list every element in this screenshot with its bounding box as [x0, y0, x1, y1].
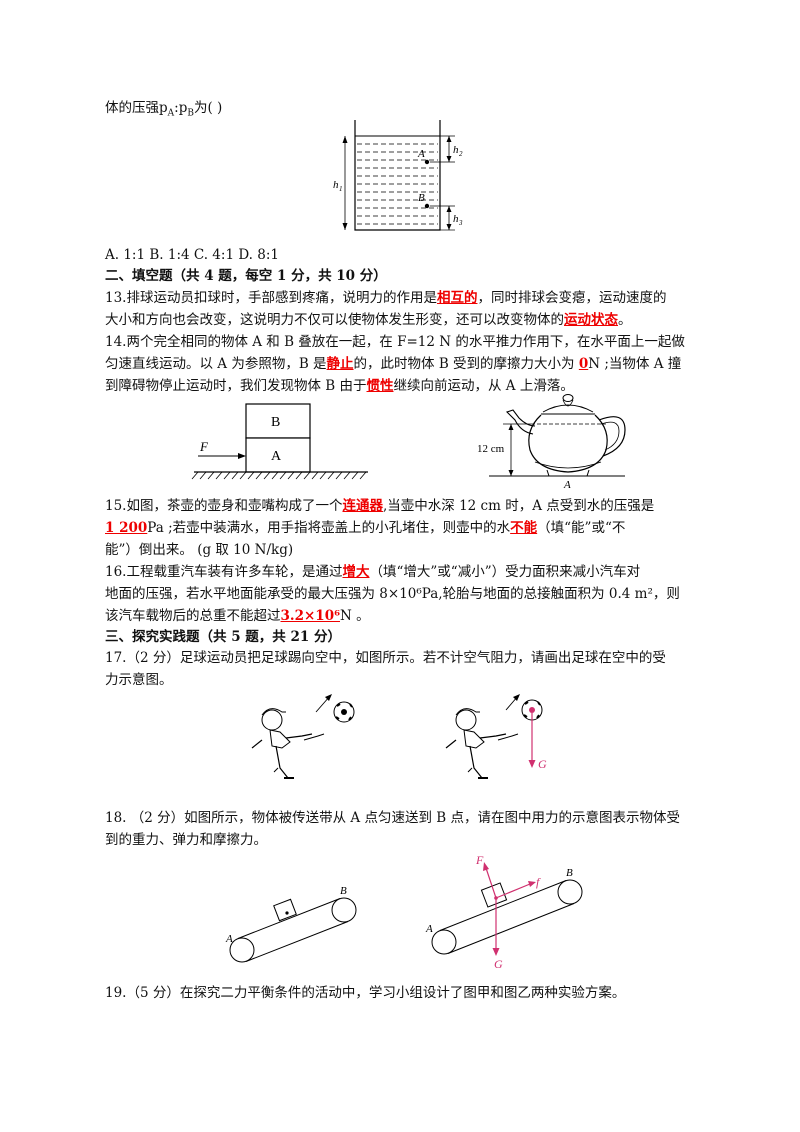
svg-text:B: B [566, 867, 573, 879]
q18-conveyor-figure-right: F f G A B [425, 853, 583, 970]
q14-answer3: 惯性 [366, 378, 394, 394]
q18-line1: 18. （2 分）如图所示，物体被传送带从 A 点匀速送到 B 点，请在图中用力… [105, 810, 680, 826]
q15-answer1: 连通器 [342, 498, 383, 514]
q14-answer1: 静止 [326, 356, 354, 372]
q15-line2: 1 200Pa ;若壶中装满水，用手指将壶盖上的小孔堵住，则壶中的水不能（填“能… [105, 520, 626, 536]
svg-text:12 cm: 12 cm [477, 443, 505, 455]
q13-answer1: 相互的 [436, 290, 478, 306]
q16-line3: 该汽车载物后的总重不能超过3.2×10⁶N 。 [105, 608, 370, 624]
q14-line2: 匀速直线运动。以 A 为参照物，B 是静止的，此时物体 B 受到的摩擦力大小为 … [105, 356, 682, 372]
q16-line2: 地面的压强，若水平地面能承受的最大压强为 8×10⁶Pa,轮胎与地面的总接触面积… [105, 586, 680, 602]
svg-text:B: B [271, 415, 280, 430]
q14-line3: 到障碍物停止运动时，我们发现物体 B 由于惯性继续向前运动，从 A 上滑落。 [105, 378, 574, 394]
svg-text:f: f [536, 875, 541, 889]
svg-text:G: G [538, 757, 547, 771]
svg-text:1: 1 [339, 185, 343, 193]
svg-text:2: 2 [459, 150, 463, 158]
svg-text:A: A [425, 923, 433, 935]
q13-answer2: 运动状态 [564, 312, 618, 328]
q15-teapot-figure: 12 cm A [477, 394, 626, 490]
q13-line1: 13.排球运动员扣球时，手部感到疼痛，说明力的作用是相互的，同时排球会变瘪，运动… [105, 290, 667, 306]
q15-line3: 能”）倒出来。 (g 取 10 N/kg) [105, 542, 294, 558]
q12-stem: 体的压强pA:pB为( ) [105, 100, 223, 119]
q17-kicker-figure-left [251, 694, 355, 779]
section2-title: 二、填空题（共 4 题，每空 1 分，共 10 分） [105, 268, 387, 284]
svg-text:h: h [453, 213, 459, 225]
q13-line2: 大小和方向也会改变，这说明力不仅可以使物体发生形变，还可以改变物体的运动状态。 [105, 312, 632, 328]
q16-line1: 16.工程载重汽车装有许多车轮，是通过增大（填“增大”或“减小”）受力面积来减小… [105, 564, 641, 580]
q16-answer2: 3.2×10⁶ [280, 608, 341, 624]
q15-answer2: 1 200 [105, 520, 148, 536]
q14-line1: 14.两个完全相同的物体 A 和 B 叠放在一起，在 F=12 N 的水平推力作… [105, 334, 685, 350]
q18-line2: 到的重力、弹力和摩擦力。 [105, 832, 267, 848]
q17-line1: 17.（2 分）足球运动员把足球踢向空中，如图所示。若不计空气阻力，请画出足球在… [105, 650, 666, 666]
svg-text:h: h [453, 144, 459, 156]
q12-container-figure: A B h 1 h 2 h 3 [333, 120, 463, 231]
q14-blocks-figure: B A F [191, 403, 368, 480]
q19-line1: 19.（5 分）在探究二力平衡条件的活动中，学习小组设计了图甲和图乙两种实验方案… [105, 985, 626, 1001]
section3-title: 三、探究实践题（共 5 题，共 21 分） [105, 629, 341, 645]
svg-text:A: A [563, 479, 571, 490]
svg-text:F: F [475, 853, 484, 867]
q12-options: A. 1:1 B. 1:4 C. 4:1 D. 8:1 [105, 247, 279, 263]
q17-line2: 力示意图。 [105, 672, 173, 688]
q14-answer2: 0 [578, 356, 589, 372]
svg-text:h: h [333, 179, 339, 191]
svg-text:A: A [417, 148, 425, 160]
q15-answer3: 不能 [510, 520, 538, 536]
svg-text:B: B [418, 192, 425, 204]
svg-text:B: B [340, 885, 347, 897]
q16-answer1: 增大 [342, 564, 370, 580]
svg-text:G: G [494, 957, 503, 970]
q15-line1: 15.如图，茶壶的壶身和壶嘴构成了一个连通器,当壶中水深 12 cm 时，A 点… [105, 498, 655, 514]
svg-text:3: 3 [458, 219, 463, 227]
q17-kicker-figure-right: G [445, 694, 547, 779]
svg-text:F: F [199, 439, 209, 454]
svg-text:A: A [225, 933, 233, 945]
q18-conveyor-figure-left: A B [225, 885, 357, 963]
svg-text:A: A [271, 449, 282, 464]
